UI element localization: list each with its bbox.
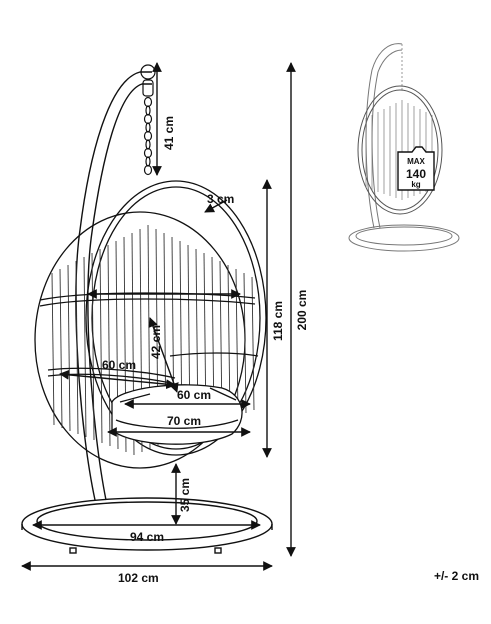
chain-link: [143, 130, 153, 142]
chain-link: [143, 113, 153, 125]
max-label: MAX: [407, 157, 425, 166]
chain: [140, 64, 156, 176]
egg-chair: [34, 180, 267, 469]
wicker-strand: [99, 248, 103, 444]
label-overall-width: 102 cm: [118, 571, 159, 585]
label-seat-width: 60 cm: [102, 358, 136, 372]
dimension-lines: [21, 62, 296, 571]
dim-line-frame: [204, 199, 228, 213]
chain-link: [143, 164, 153, 176]
wicker-strand: [59, 268, 63, 429]
label-total-height: 200 cm: [295, 290, 309, 331]
wicker-strand: [67, 264, 71, 432]
chain-link: [143, 147, 153, 159]
wicker-strand: [91, 252, 95, 441]
chain-link: [143, 96, 153, 108]
label-seat-depth: 42 cm: [149, 325, 163, 359]
label-base-diameter: 94 cm: [130, 530, 164, 544]
thumbnail-chair: [348, 43, 460, 252]
wicker-strand: [83, 256, 87, 438]
tolerance-note: +/- 2 cm: [433, 569, 479, 583]
wicker-strand: [51, 272, 55, 426]
wicker-strand: [251, 276, 255, 411]
label-frame-thickness: 3 cm: [207, 192, 234, 206]
max-value: 140: [406, 167, 426, 181]
chain-link: [145, 156, 151, 167]
stand: [21, 71, 273, 554]
max-load-badge: MAX 140 kg: [397, 146, 435, 191]
label-chain-height: 41 cm: [162, 116, 176, 150]
label-cushion-outer: 70 cm: [167, 414, 201, 428]
chain-link: [145, 122, 151, 133]
dimension-labels: 41 cm 3 cm 118 cm 200 cm 42 cm 60 cm 60 …: [102, 116, 309, 585]
wicker-strand: [75, 260, 79, 435]
max-unit: kg: [411, 180, 420, 189]
label-cushion-width: 60 cm: [177, 388, 211, 402]
dim-line-seat-width: [59, 369, 176, 390]
chain-link: [145, 139, 151, 150]
label-egg-height: 118 cm: [271, 301, 285, 341]
chain-link: [145, 105, 151, 116]
wicker-strand: [107, 244, 111, 447]
label-clearance: 35 cm: [178, 478, 192, 512]
